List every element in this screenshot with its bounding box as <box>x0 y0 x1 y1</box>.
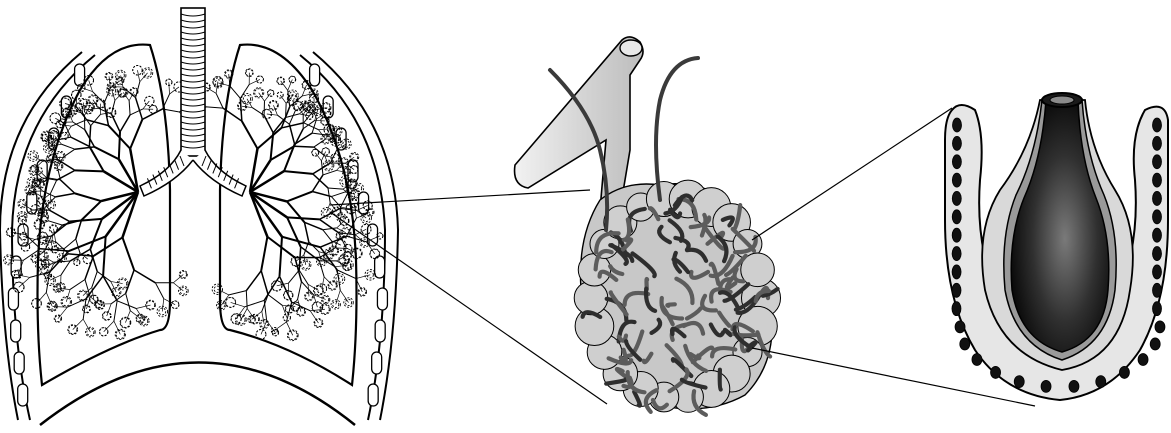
epithelial-cell <box>1153 173 1162 187</box>
epithelial-cell <box>952 283 961 297</box>
vessel-opening-icon <box>620 40 642 56</box>
bronchiole <box>294 146 314 147</box>
alveolar-duct-opening-icon <box>1050 96 1074 104</box>
diaphragm-icon <box>40 363 355 426</box>
bronchiole <box>229 74 230 86</box>
epithelial-cell <box>1153 283 1162 297</box>
epithelial-cell <box>972 354 982 366</box>
epithelial-cell <box>952 265 961 279</box>
epithelial-cell <box>1150 338 1160 350</box>
epithelial-cell <box>1153 210 1162 224</box>
epithelial-cell <box>1153 136 1162 150</box>
epithelial-cell <box>952 191 961 205</box>
epithelial-cell <box>952 136 961 150</box>
zoom-line-upper-2 <box>752 108 952 240</box>
epithelial-cell <box>1153 228 1162 242</box>
alveolus-cluster <box>370 249 379 258</box>
epithelial-cell <box>952 155 961 169</box>
epithelial-cell <box>1153 247 1162 261</box>
epithelial-cell <box>1153 155 1162 169</box>
capillary <box>720 370 721 390</box>
bronchiole <box>207 107 223 108</box>
bronchiole <box>216 93 223 108</box>
alveolus-lumen-icon <box>1011 100 1109 352</box>
rib-segment <box>8 288 18 310</box>
epithelial-cell <box>991 366 1001 378</box>
rib-segment <box>348 160 358 182</box>
epithelial-cell <box>1138 354 1148 366</box>
epithelial-cell <box>1153 302 1162 316</box>
capillary-strand-right <box>656 58 698 200</box>
epithelial-cell <box>1041 380 1051 392</box>
epithelial-cell <box>955 321 965 333</box>
rib-segment <box>14 352 24 374</box>
epithelial-cell <box>1153 191 1162 205</box>
epithelial-cell <box>1014 376 1024 388</box>
rib-segment <box>375 320 385 342</box>
epithelial-cell <box>960 338 970 350</box>
sac-lobule <box>574 281 608 315</box>
rib-segment <box>11 320 21 342</box>
rib-segment <box>310 64 320 86</box>
bronchiole <box>169 82 170 94</box>
epithelial-cell <box>952 302 961 316</box>
epithelial-cell <box>953 118 962 132</box>
rib-segment <box>377 288 387 310</box>
epithelial-cell <box>1153 118 1162 132</box>
epithelial-cell <box>1119 366 1129 378</box>
bronchiole <box>75 170 104 171</box>
epithelial-cell <box>1155 321 1165 333</box>
bronchiole <box>218 83 229 86</box>
alveolus-panel <box>945 93 1168 400</box>
epithelial-cell <box>952 247 961 261</box>
rib-segment <box>372 352 382 374</box>
zoom-line-lower <box>330 212 607 404</box>
rib-segment <box>368 384 378 406</box>
epithelial-cell <box>1096 376 1106 388</box>
epithelial-cell <box>952 228 961 242</box>
epithelial-cell <box>952 173 961 187</box>
rib-segment <box>75 64 85 86</box>
blood-vessel-icon <box>515 37 643 210</box>
epithelial-cell <box>1153 265 1162 279</box>
epithelial-cell <box>952 210 961 224</box>
capillary <box>667 304 674 306</box>
epithelial-cell <box>1069 380 1079 392</box>
rib-segment <box>18 384 28 406</box>
lungs-panel <box>0 8 607 425</box>
rib-segment <box>375 256 385 278</box>
